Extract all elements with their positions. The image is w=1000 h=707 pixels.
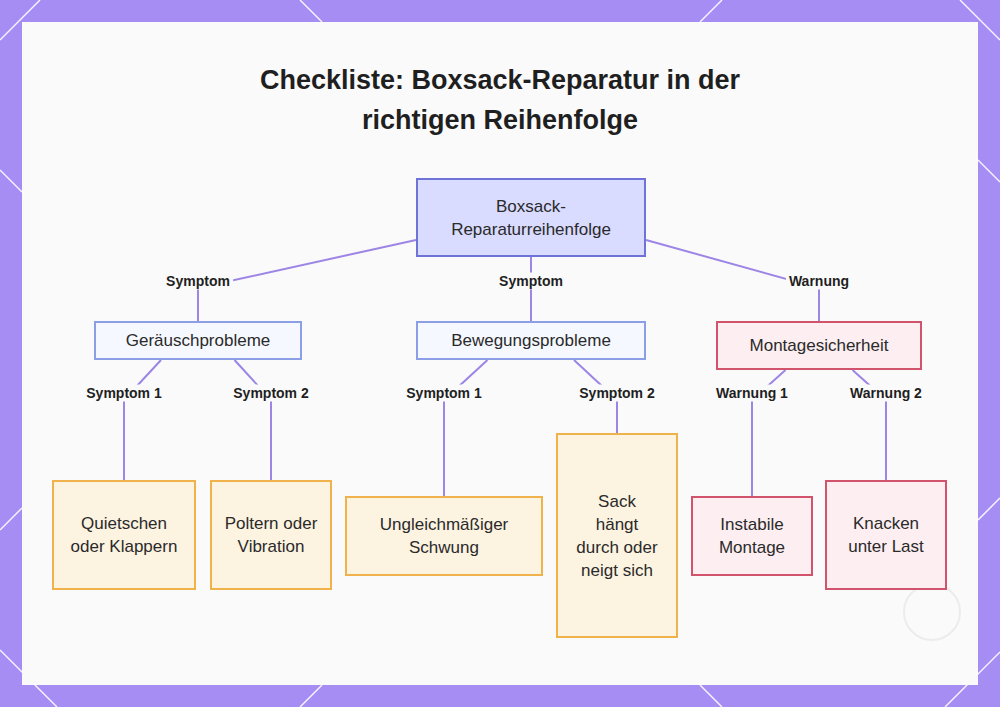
edge-label: Symptom	[163, 273, 233, 290]
category-box: Bewegungsprobleme	[416, 321, 646, 360]
node-text: Ungleichmäßiger Schwung	[357, 513, 531, 559]
edge-label: Warnung 2	[847, 385, 925, 402]
node-text: Geräuschprobleme	[126, 329, 271, 352]
connector-line	[124, 360, 161, 480]
edge-label: Symptom 1	[83, 385, 164, 402]
symptom-box: Poltern oder Vibration	[210, 480, 332, 590]
white-panel	[22, 22, 978, 685]
edge-label: Warnung	[786, 273, 852, 290]
node-text: Sack hängt durch oder neigt sich	[575, 490, 659, 582]
node-text: Quietschen oder Klappern	[64, 512, 184, 558]
node-text: Bewegungsprobleme	[451, 329, 611, 352]
node-text: Montagesicherheit	[750, 334, 889, 357]
symptom-box: Quietschen oder Klappern	[52, 480, 196, 590]
warning-box: Instabile Montage	[691, 496, 813, 576]
node-text: Boxsack-Reparaturreihenfolge	[424, 195, 638, 241]
edge-label: Symptom	[496, 273, 566, 290]
edge-label: Symptom 2	[576, 385, 657, 402]
node-text: Poltern oder Vibration	[222, 512, 320, 558]
root-box: Boxsack-Reparaturreihenfolge	[416, 178, 646, 257]
connector-line	[444, 360, 488, 496]
edge-label: Symptom 1	[403, 385, 484, 402]
edge-label: Symptom 2	[230, 385, 311, 402]
badge-icon	[904, 584, 960, 640]
node-text: Knacken unter Last	[835, 512, 937, 558]
connector-line	[235, 360, 272, 480]
diagram-title: Checkliste: Boxsack-Reparatur in der ric…	[200, 60, 800, 140]
node-text: Instabile Montage	[701, 513, 803, 559]
warning-box: Knacken unter Last	[825, 480, 947, 590]
symptom-box: Ungleichmäßiger Schwung	[345, 496, 543, 576]
category-box: Geräuschprobleme	[94, 321, 302, 360]
warning-category-box: Montagesicherheit	[716, 321, 922, 370]
symptom-box: Sack hängt durch oder neigt sich	[556, 433, 678, 638]
edge-label: Warnung 1	[713, 385, 791, 402]
